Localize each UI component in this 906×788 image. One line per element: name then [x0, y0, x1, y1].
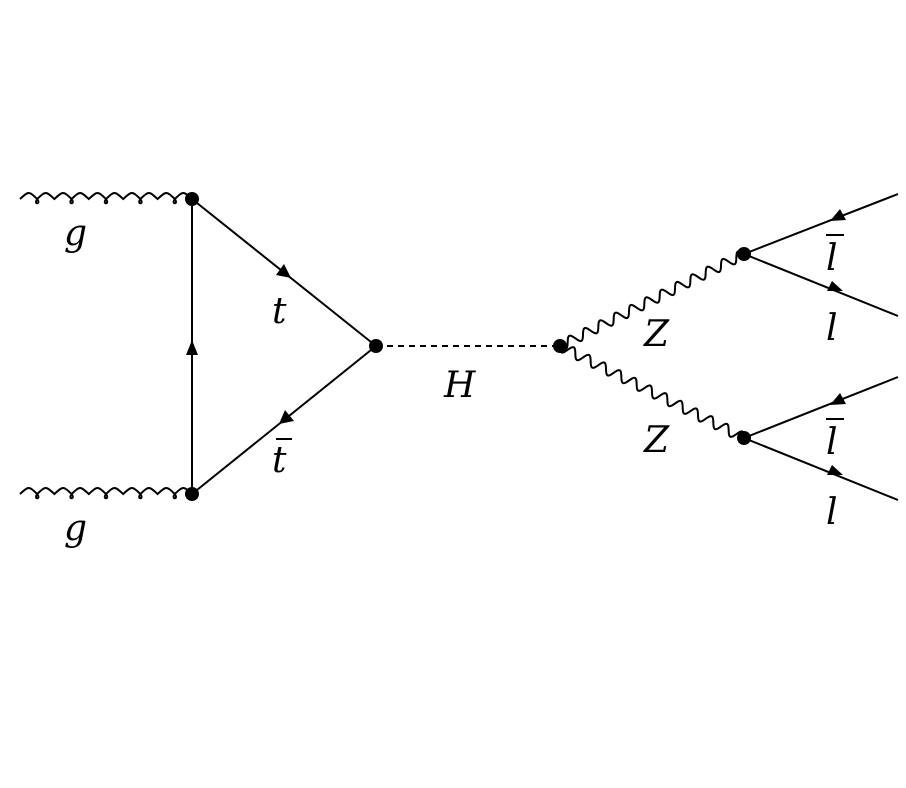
lepton-line-lower [743, 437, 899, 501]
label-anti-top-quark: t [272, 440, 287, 481]
gluon-line-top [19, 192, 193, 205]
gluon-line-bottom [19, 487, 193, 500]
vertex-z-upper [737, 247, 751, 261]
z-boson-line-lower [559, 345, 745, 439]
anti-top-quark-arrow [279, 410, 294, 424]
label-gluon-bottom: g [64, 508, 87, 549]
vertex-higgs-decay [553, 339, 567, 353]
label-lepton-upper: l [826, 308, 838, 349]
lepton-arrow-lower [827, 465, 843, 475]
antilepton-line-lower [743, 376, 899, 439]
vertex-gluon-top [185, 192, 199, 206]
antilepton-arrow-lower [830, 393, 846, 405]
label-lepton-lower: l [826, 492, 838, 533]
loop-vertical-arrow [186, 340, 198, 355]
vertex-gluon-bottom [185, 487, 199, 501]
label-z-lower: Z [643, 420, 670, 461]
label-higgs: H [443, 365, 476, 406]
antilepton-arrow-upper [830, 209, 846, 221]
vertex-z-lower [737, 431, 751, 445]
label-gluon-top: g [64, 213, 87, 254]
label-z-upper: Z [643, 314, 670, 355]
vertex-higgs-production [369, 339, 383, 353]
antilepton-line-upper [743, 193, 899, 255]
label-antilepton-upper: l [826, 238, 838, 279]
label-antilepton-lower: l [826, 422, 838, 463]
label-top-quark: t [272, 291, 287, 332]
top-quark-arrow [276, 264, 291, 278]
lepton-arrow-upper [827, 281, 843, 291]
lepton-line-upper [743, 253, 899, 317]
z-boson-line-upper [559, 250, 745, 350]
